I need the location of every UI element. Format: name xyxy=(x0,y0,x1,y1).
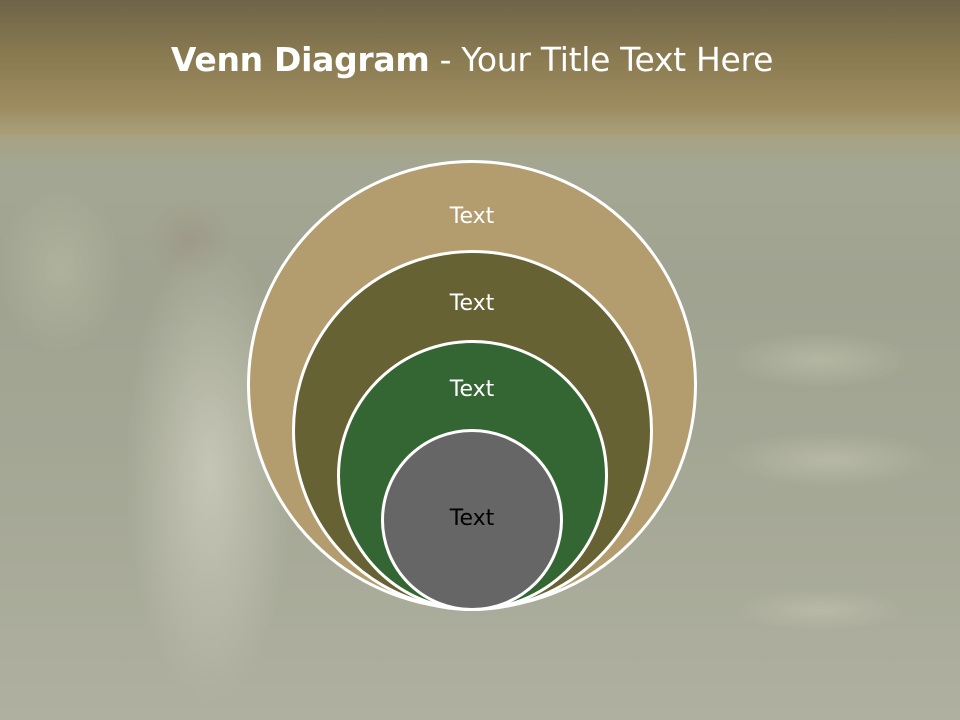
venn-label-outer: Text xyxy=(449,204,495,229)
venn-label-inner: Text xyxy=(449,506,495,531)
slide-title: Venn Diagram - Your Title Text Here xyxy=(0,40,944,79)
venn-label-second: Text xyxy=(449,291,495,316)
venn-circle-inner xyxy=(381,429,563,611)
slide-title-bold: Venn Diagram xyxy=(170,40,430,79)
venn-label-third: Text xyxy=(449,377,495,402)
title-bar xyxy=(0,0,960,135)
slide-title-rest: - Your Title Text Here xyxy=(429,40,774,79)
